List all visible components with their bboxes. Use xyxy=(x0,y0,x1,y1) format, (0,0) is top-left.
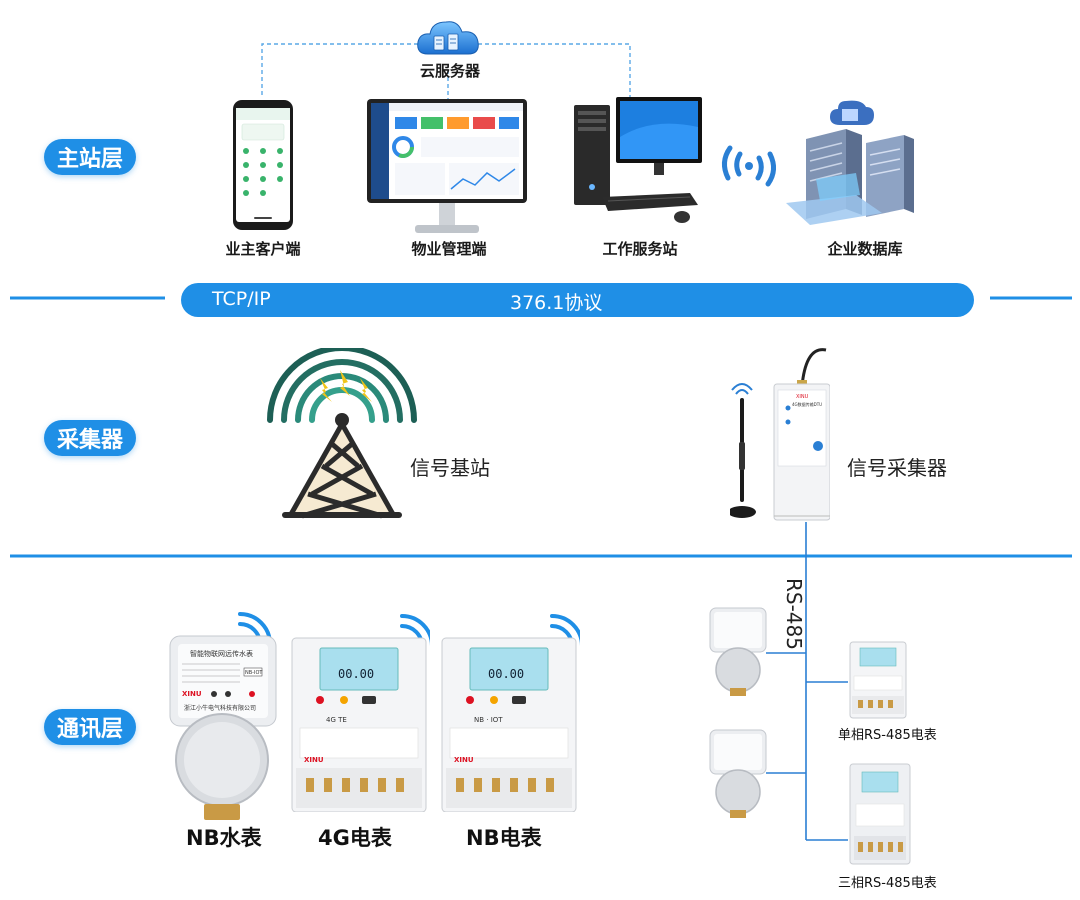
cloud-connectors xyxy=(261,43,631,100)
monitor-icon xyxy=(367,99,527,233)
nb-electric-meter-icon: 00.00 NB · IOT XINU xyxy=(441,614,580,812)
wireless-signal-icon xyxy=(722,145,776,187)
svg-text:NB · IOT: NB · IOT xyxy=(474,716,503,724)
layer-label-comm: 通讯层 xyxy=(44,709,136,745)
cloud-server-label: 云服务器 xyxy=(420,62,481,80)
rs485-bus-lines xyxy=(766,522,848,841)
workstation-icon xyxy=(574,97,702,223)
layer-label-collector: 采集器 xyxy=(44,420,136,456)
protocol-bar xyxy=(181,283,974,317)
svg-text:XINU: XINU xyxy=(304,756,324,764)
property-mgmt-label: 物业管理端 xyxy=(411,240,487,258)
svg-text:NB-IOT: NB-IOT xyxy=(245,670,263,676)
4g-electric-label: 4G电表 xyxy=(318,826,392,850)
svg-text:4G TE: 4G TE xyxy=(326,716,347,724)
svg-text:智能物联网远传水表: 智能物联网远传水表 xyxy=(190,649,253,658)
svg-text:XINU: XINU xyxy=(182,690,202,698)
base-station-tower-icon xyxy=(267,348,417,519)
svg-text:浙江小牛电气科技有限公司: 浙江小牛电气科技有限公司 xyxy=(184,704,256,712)
nb-electric-label: NB电表 xyxy=(466,826,542,850)
base-station-label: 信号基站 xyxy=(410,456,490,480)
cloud-server-icon xyxy=(417,21,479,55)
database-server-icon xyxy=(786,100,914,225)
rs485-water-meter-icon-1 xyxy=(709,607,767,696)
nb-water-label: NB水表 xyxy=(186,826,262,850)
three-phase-meter-icon xyxy=(849,763,911,865)
signal-collector-label: 信号采集器 xyxy=(847,456,947,480)
rs485-water-meter-icon-2 xyxy=(709,729,767,818)
svg-text:4G数据传输DTU: 4G数据传输DTU xyxy=(792,401,822,407)
owner-client-label: 业主客户端 xyxy=(225,240,301,258)
smartphone-icon xyxy=(233,100,293,230)
protocol-tcpip: TCP/IP xyxy=(212,288,271,310)
three-phase-label: 三相RS-485电表 xyxy=(838,876,937,891)
single-phase-meter-icon xyxy=(849,641,907,719)
enterprise-db-label: 企业数据库 xyxy=(827,240,903,258)
4g-electric-meter-icon: 00.00 4G TE XINU xyxy=(291,614,430,812)
rs485-label: RS-485 xyxy=(782,578,806,650)
signal-collector-device-icon: XINU 4G数据传输DTU xyxy=(730,348,830,521)
svg-text:XINU: XINU xyxy=(796,394,809,400)
svg-text:XINU: XINU xyxy=(454,756,474,764)
single-phase-label: 单相RS-485电表 xyxy=(838,728,937,743)
layer-label-master: 主站层 xyxy=(44,139,136,175)
svg-text:00.00: 00.00 xyxy=(488,667,524,681)
svg-text:00.00: 00.00 xyxy=(338,667,374,681)
protocol-376: 376.1协议 xyxy=(510,292,603,314)
nb-water-meter-icon: 智能物联网远传水表 NB-IOT XINU 浙江小牛电气科技有限公司 xyxy=(169,612,277,820)
work-station-label: 工作服务站 xyxy=(602,240,678,258)
